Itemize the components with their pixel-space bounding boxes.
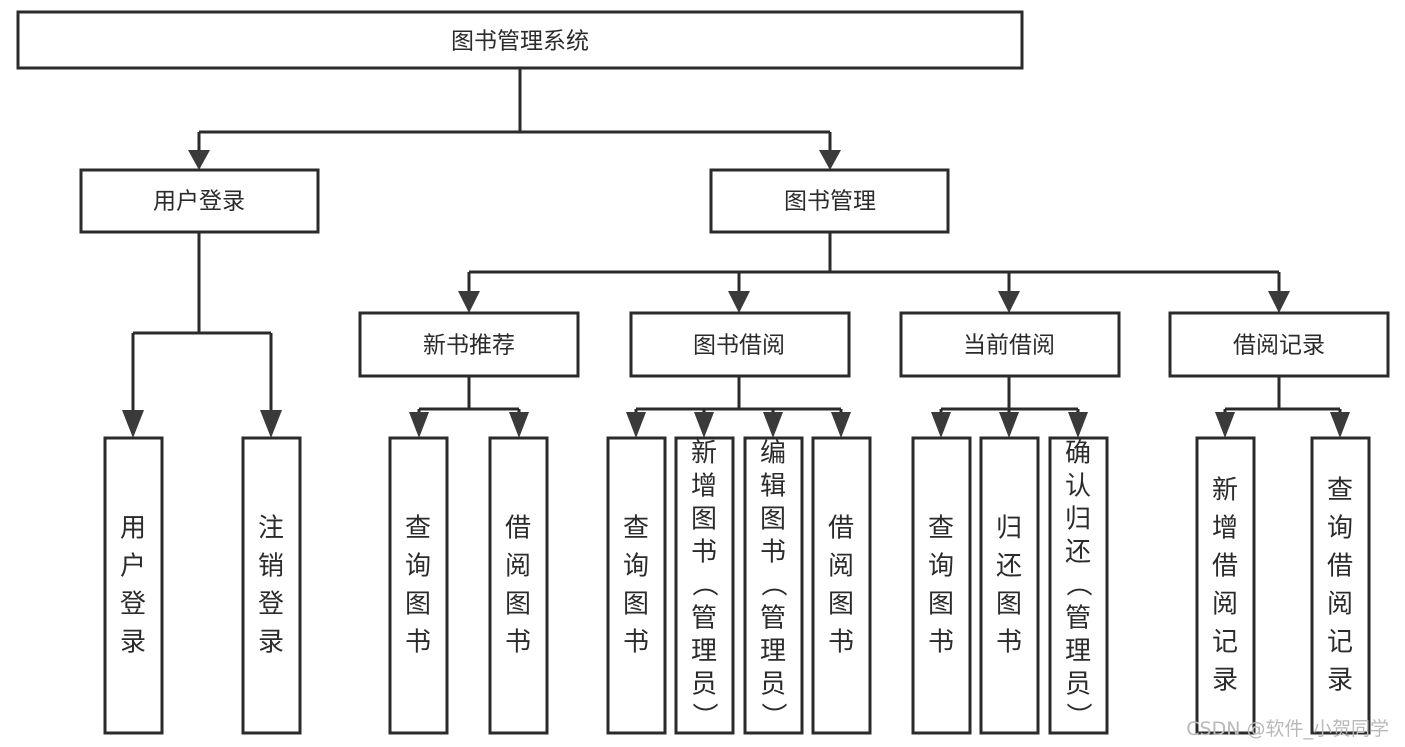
node-borrow-record[interactable]: 借阅记录 xyxy=(1168,311,1390,378)
arrowhead-record-c1 xyxy=(1215,412,1235,438)
leaf-label-0: 用户登录 xyxy=(120,513,147,657)
node-book-borrow-box[interactable] xyxy=(629,311,851,378)
node-new-book-recommend-box[interactable] xyxy=(358,311,580,378)
arrowhead-borrow-c1 xyxy=(626,412,646,438)
leaf-label-2: 查询图书 xyxy=(405,513,432,657)
leaf-label-5: 新增图书（管理员） xyxy=(691,438,718,732)
arrowhead-newbook-c2 xyxy=(509,412,529,438)
leaf-node-borrow-lend[interactable] xyxy=(811,436,872,735)
leaf-node-borrow-add[interactable] xyxy=(674,436,735,735)
node-current-borrow-box[interactable] xyxy=(899,311,1121,378)
leaf-label-3: 借阅图书 xyxy=(505,513,532,657)
leaf-node-current-return[interactable] xyxy=(979,436,1040,735)
arrowhead-group xyxy=(122,150,1350,438)
arrowhead-borrow-c2 xyxy=(694,412,714,438)
node-book-borrow-label: 图书借阅 xyxy=(693,333,785,359)
arrowhead-to-current xyxy=(998,291,1020,313)
leaf-node-current-query[interactable] xyxy=(911,436,972,735)
leaf-node-user-login-box[interactable] xyxy=(103,436,164,735)
leaf-node-borrow-edit[interactable] xyxy=(743,436,804,735)
node-current-borrow-label: 当前借阅 xyxy=(963,333,1055,359)
arrowhead-newbook-c1 xyxy=(409,412,429,438)
leaf-node-current-confirm-box[interactable] xyxy=(1048,436,1109,735)
arrowhead-borrow-c3 xyxy=(763,412,783,438)
node-user-login-label: 用户登录 xyxy=(153,189,245,215)
leaf-label-9: 归还图书 xyxy=(996,513,1023,657)
arrowhead-to-record xyxy=(1268,291,1290,313)
leaf-label-6: 编辑图书（管理员） xyxy=(760,438,787,732)
node-borrow-record-box[interactable] xyxy=(1168,311,1390,378)
leaf-label-8: 查询图书 xyxy=(928,513,955,657)
node-book-borrow[interactable]: 图书借阅 xyxy=(629,311,851,378)
arrowhead-to-borrow xyxy=(728,291,750,313)
node-new-book-recommend-label: 新书推荐 xyxy=(423,333,515,359)
leaf-node-newbook-borrow-box[interactable] xyxy=(488,436,549,735)
leaf-label-11: 新增借阅记录 xyxy=(1212,475,1239,695)
node-user-login[interactable]: 用户登录 xyxy=(79,168,320,234)
arrowhead-borrow-c4 xyxy=(831,412,851,438)
arrowhead-to-login xyxy=(188,150,210,170)
node-book-management-label: 图书管理 xyxy=(784,189,876,215)
arrowhead-current-c3 xyxy=(1068,412,1088,438)
leaf-node-record-query-box[interactable] xyxy=(1310,436,1371,735)
arrowhead-to-leaf-user-login xyxy=(122,410,144,438)
arrowhead-to-bookmgmt xyxy=(819,150,841,170)
leaf-node-borrow-query[interactable] xyxy=(606,436,667,735)
node-book-management-box[interactable] xyxy=(709,168,950,234)
leaf-label-4: 查询图书 xyxy=(623,513,650,657)
leaf-node-borrow-query-box[interactable] xyxy=(606,436,667,735)
arrowhead-record-c2 xyxy=(1330,412,1350,438)
leaf-node-current-return-box[interactable] xyxy=(979,436,1040,735)
leaf-node-newbook-borrow[interactable] xyxy=(488,436,549,735)
leaf-node-user-logout-box[interactable] xyxy=(241,436,302,735)
leaf-node-current-confirm[interactable] xyxy=(1048,436,1109,735)
arrowhead-current-c1 xyxy=(931,412,951,438)
node-book-management[interactable]: 图书管理 xyxy=(709,168,950,234)
leaf-label-12: 查询借阅记录 xyxy=(1327,475,1354,695)
leaf-node-record-query[interactable] xyxy=(1310,436,1371,735)
leaf-node-newbook-query-box[interactable] xyxy=(388,436,449,735)
leaf-node-user-logout[interactable] xyxy=(241,436,302,735)
leaf-label-1: 注销登录 xyxy=(258,513,285,657)
leaf-label-7: 借阅图书 xyxy=(828,513,855,657)
node-current-borrow[interactable]: 当前借阅 xyxy=(899,311,1121,378)
arrowhead-to-leaf-user-logout xyxy=(260,410,282,438)
leaf-node-record-add-box[interactable] xyxy=(1195,436,1256,735)
node-root-box[interactable] xyxy=(16,10,1024,70)
leaf-label-group: 用户登录 注销登录 查询图书 借阅图书 查询图书 新增图书（管理员） 编辑图书（管理员） 借阅… xyxy=(120,438,1354,732)
leaf-node-newbook-query[interactable] xyxy=(388,436,449,735)
leaf-node-borrow-lend-box[interactable] xyxy=(811,436,872,735)
node-root-label: 图书管理系统 xyxy=(451,29,589,55)
node-root[interactable]: 图书管理系统 xyxy=(16,10,1024,70)
arrowhead-current-c2 xyxy=(999,412,1019,438)
node-new-book-recommend[interactable]: 新书推荐 xyxy=(358,311,580,378)
leaf-label-10: 确认归还（管理员） xyxy=(1065,438,1092,732)
leaf-node-user-login[interactable] xyxy=(103,436,164,735)
leaf-node-borrow-edit-box[interactable] xyxy=(743,436,804,735)
node-user-login-box[interactable] xyxy=(79,168,320,234)
leaf-node-record-add[interactable] xyxy=(1195,436,1256,735)
arrowhead-to-newbook xyxy=(458,291,480,313)
leaf-node-borrow-add-box[interactable] xyxy=(674,436,735,735)
leaf-node-current-query-box[interactable] xyxy=(911,436,972,735)
leaf-group xyxy=(103,436,1371,735)
node-borrow-record-label: 借阅记录 xyxy=(1233,333,1325,359)
